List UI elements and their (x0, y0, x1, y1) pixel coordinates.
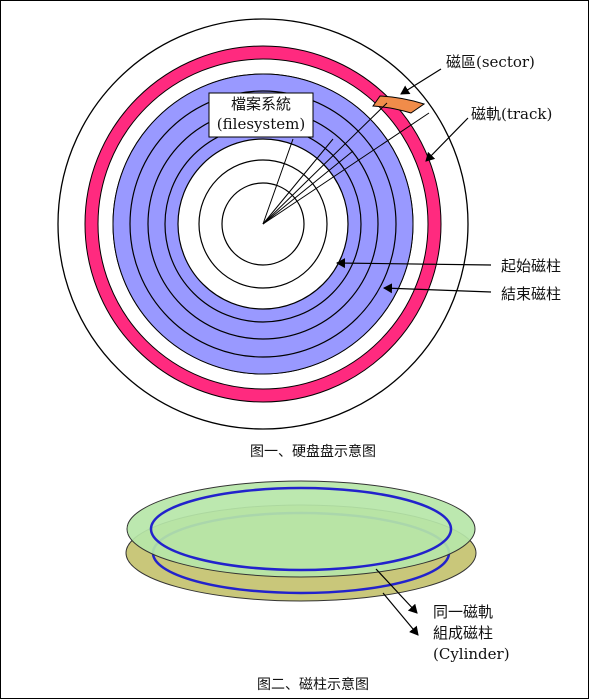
filesystem-label-box (208, 92, 314, 138)
cylinder-diagram: 同一磁軌 組成磁柱 (Cylinder) 图二、磁柱示意图 (125, 480, 510, 693)
filesystem-sublabel: (filesystem) (217, 115, 305, 133)
inner-track (198, 159, 328, 289)
start-cylinder-label: 起始磁柱 (501, 257, 561, 275)
radial-line (262, 112, 430, 225)
filesystem-label: 檔案系統 (231, 95, 291, 113)
track-label: 磁軌(track) (471, 105, 552, 123)
top-platter (126, 480, 476, 578)
cylinder-note-line1: 同一磁軌 (433, 603, 493, 621)
track-circle (129, 90, 397, 358)
radial-line (262, 150, 354, 225)
figure1-caption: 图一、硬盘盘示意图 (250, 443, 376, 460)
cylinder-arrow (382, 592, 419, 636)
start-cylinder-arrow (336, 258, 492, 269)
figure2-caption: 图二、磁柱示意图 (257, 676, 369, 693)
track-arrow (425, 117, 469, 162)
sector-arrow (400, 68, 442, 95)
disk-diagram: 檔案系統 (filesystem) 磁區(sector) 磁軌(track) 起… (57, 18, 561, 460)
top-platter-track (149, 486, 453, 572)
cylinder-note-line3: (Cylinder) (433, 645, 510, 663)
cylinder-note-line2: 組成磁柱 (433, 624, 493, 642)
radial-line (262, 138, 294, 225)
radial-line (262, 138, 334, 225)
radial-line (262, 102, 388, 225)
sector-wedge (372, 95, 426, 114)
sector-label: 磁區(sector) (446, 53, 535, 71)
end-cylinder-label: 結束磁柱 (501, 285, 561, 303)
cylinder-arrow (375, 568, 418, 614)
end-cylinder-arrow (383, 283, 492, 294)
